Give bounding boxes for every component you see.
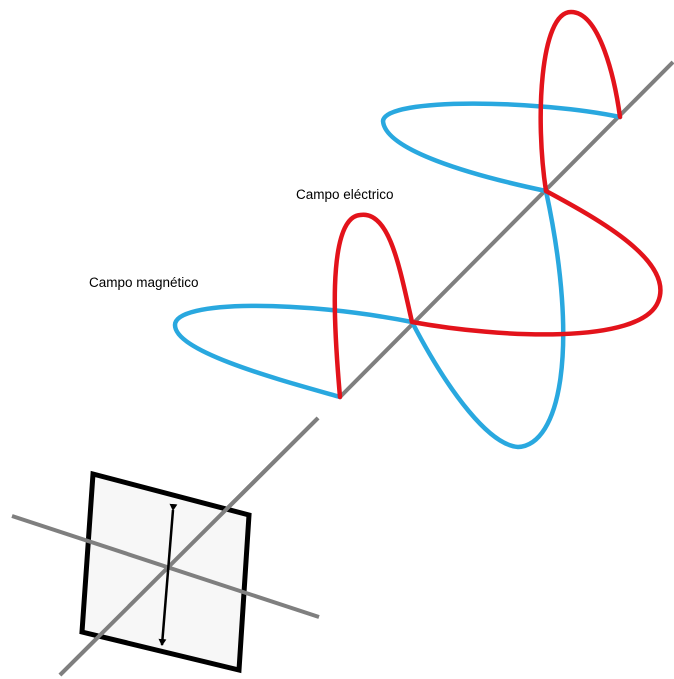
magnetic-field-wave xyxy=(175,104,620,447)
electric-lobe-center xyxy=(412,191,660,334)
magnetic-lobe-center xyxy=(412,191,563,447)
electric-lobe-right xyxy=(541,12,620,191)
magnetic-field-label: Campo magnético xyxy=(89,275,199,290)
magnetic-lobe-left xyxy=(175,306,412,397)
electric-field-wave xyxy=(335,12,661,397)
magnetic-lobe-right xyxy=(383,104,620,191)
electric-field-label: Campo eléctrico xyxy=(296,187,394,202)
electric-lobe-left xyxy=(335,215,412,397)
